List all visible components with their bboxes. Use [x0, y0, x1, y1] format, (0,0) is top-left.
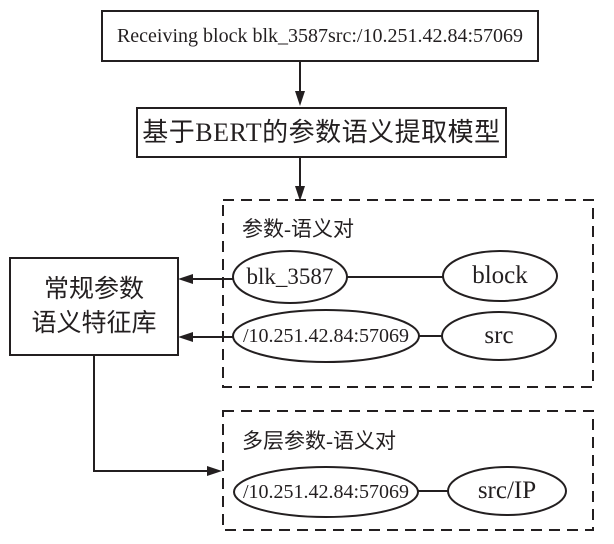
semantic-node-src-ip — [447, 466, 567, 516]
model-box-label: 基于BERT的参数语义提取模型 — [142, 117, 501, 147]
arrow-model-to-pairs — [295, 157, 305, 201]
arrow-src-to-library — [178, 332, 233, 342]
library-box-label-line1: 常规参数 — [43, 275, 144, 303]
arrowhead-down-icon — [295, 186, 305, 201]
param-node-blk-label: blk_3587 — [246, 264, 334, 290]
arrowhead-left-icon — [178, 274, 193, 284]
param-node-src-address-multilayer-label: /10.251.42.84:57069 — [242, 481, 410, 503]
semantic-node-block-label: block — [472, 262, 528, 289]
param-node-src-address-label: /10.251.42.84:57069 — [242, 325, 410, 347]
library-box — [9, 257, 179, 356]
library-box-label-line2: 语义特征库 — [31, 309, 157, 337]
arrow-elbow-line — [93, 355, 209, 472]
semantic-node-src — [441, 311, 557, 361]
library-box-label: 常规参数 语义特征库 — [10, 258, 178, 355]
semantic-node-src-ip-label: src/IP — [477, 477, 537, 504]
multilayer-group-dashed-box — [222, 410, 594, 531]
arrow-library-to-multilayer — [93, 355, 222, 476]
semantic-node-src-label: src — [484, 322, 514, 349]
pair-group-dashed-box — [222, 199, 594, 388]
arrowhead-down-icon — [295, 91, 305, 106]
input-box — [101, 10, 539, 62]
input-box-label: Receiving block blk_3587src:/10.251.42.8… — [116, 25, 524, 47]
pair-group-label: 参数-语义对 — [242, 217, 354, 241]
arrowhead-right-icon — [207, 466, 222, 476]
arrowhead-left-icon — [178, 332, 193, 342]
multilayer-group-label: 多层参数-语义对 — [242, 429, 396, 453]
arrow-blk-to-library — [178, 274, 233, 284]
param-node-blk — [232, 250, 348, 304]
param-node-src-address-multilayer — [233, 466, 419, 518]
semantic-node-block — [442, 250, 558, 302]
arrow-input-to-model — [295, 61, 305, 106]
param-node-src-address — [232, 309, 420, 363]
model-box — [136, 107, 507, 158]
